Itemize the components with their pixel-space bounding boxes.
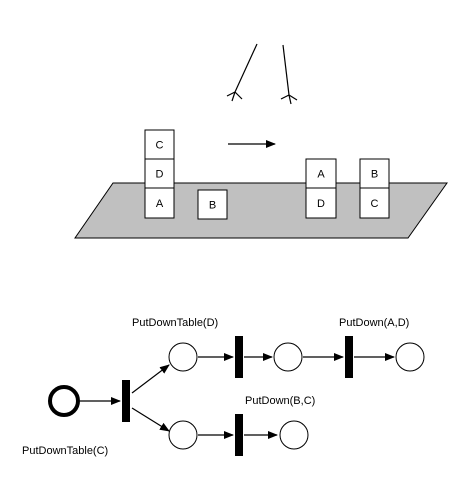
transition-bar	[235, 336, 243, 378]
place	[395, 342, 425, 372]
block-label: B	[371, 169, 378, 181]
block-label: B	[209, 200, 216, 212]
petri-net: PutDownTable(C) PutDownTable(D) PutDown(…	[22, 317, 425, 457]
block	[359, 158, 390, 189]
place	[168, 420, 198, 450]
block-label: C	[371, 198, 379, 210]
block-label: D	[156, 169, 164, 181]
transition-label: PutDown(A,D)	[339, 317, 409, 329]
block	[305, 158, 337, 189]
robot-gripper-icon	[226, 43, 298, 105]
table-surface	[74, 182, 448, 239]
block-label: A	[317, 169, 325, 181]
block-stack-before-2: B	[197, 189, 228, 220]
block	[197, 189, 228, 220]
initial-place	[48, 385, 80, 417]
block	[144, 129, 175, 160]
transition-label: PutDownTable(C)	[22, 445, 108, 457]
block-label: A	[156, 198, 164, 210]
transition-bar	[345, 336, 353, 378]
place	[279, 420, 309, 450]
transition-bar	[235, 414, 243, 456]
block-label: D	[317, 198, 325, 210]
block-stack-after-2: B C	[359, 158, 390, 219]
block	[359, 187, 390, 219]
block	[144, 187, 175, 219]
place	[273, 342, 303, 372]
transition-label: PutDownTable(D)	[132, 317, 218, 329]
place	[168, 342, 198, 372]
arc	[131, 364, 170, 394]
block	[305, 187, 337, 219]
transition-label: PutDown(B,C)	[245, 395, 315, 407]
block-label: C	[156, 140, 164, 152]
block-stack-before-1: C D A	[144, 129, 175, 219]
transition-bar	[122, 380, 130, 422]
arc	[131, 407, 170, 432]
block-stack-after-1: A D	[305, 158, 337, 219]
